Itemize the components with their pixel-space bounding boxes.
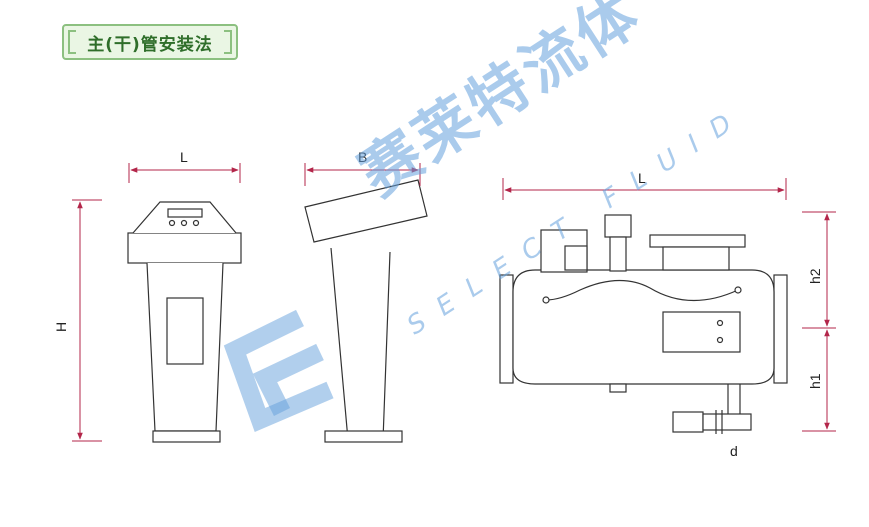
side-width-label: B	[358, 149, 367, 165]
side-base	[324, 430, 403, 443]
diameter-label: d	[730, 443, 738, 459]
sensor	[734, 286, 742, 294]
top-flange-bar	[649, 234, 746, 248]
horizontal-view	[499, 214, 788, 434]
side-cap	[304, 179, 428, 243]
indicator-light	[180, 219, 188, 227]
height-label: H	[53, 322, 69, 332]
cable	[545, 279, 739, 302]
sensor	[542, 296, 550, 304]
drain-pipe	[702, 413, 752, 431]
motor-top	[604, 214, 632, 238]
page-title: 主(干)管安装法	[87, 34, 213, 55]
right-flange	[773, 274, 788, 384]
dimension-lines	[72, 163, 836, 442]
main-tank	[512, 269, 775, 385]
indicator-light	[192, 219, 200, 227]
nameplate	[662, 311, 741, 353]
front-width-label: L	[180, 149, 188, 165]
motor-shaft	[609, 236, 627, 272]
h2-label: h2	[807, 268, 823, 284]
h1-label: h1	[807, 373, 823, 389]
title-badge: 主(干)管安装法	[62, 24, 238, 60]
front-cap	[127, 232, 242, 264]
drain-stub	[609, 383, 627, 393]
length-label: L	[638, 170, 646, 186]
front-base	[152, 430, 221, 443]
indicator-light	[168, 219, 176, 227]
watermark-logo	[223, 309, 334, 433]
top-housing	[662, 246, 730, 271]
front-view	[127, 201, 242, 443]
front-panel	[166, 297, 204, 365]
left-flange	[499, 274, 514, 384]
display-window	[167, 208, 203, 218]
side-view	[304, 179, 428, 443]
side-body	[330, 247, 391, 441]
drain-valve	[672, 411, 704, 433]
controller	[564, 245, 588, 271]
